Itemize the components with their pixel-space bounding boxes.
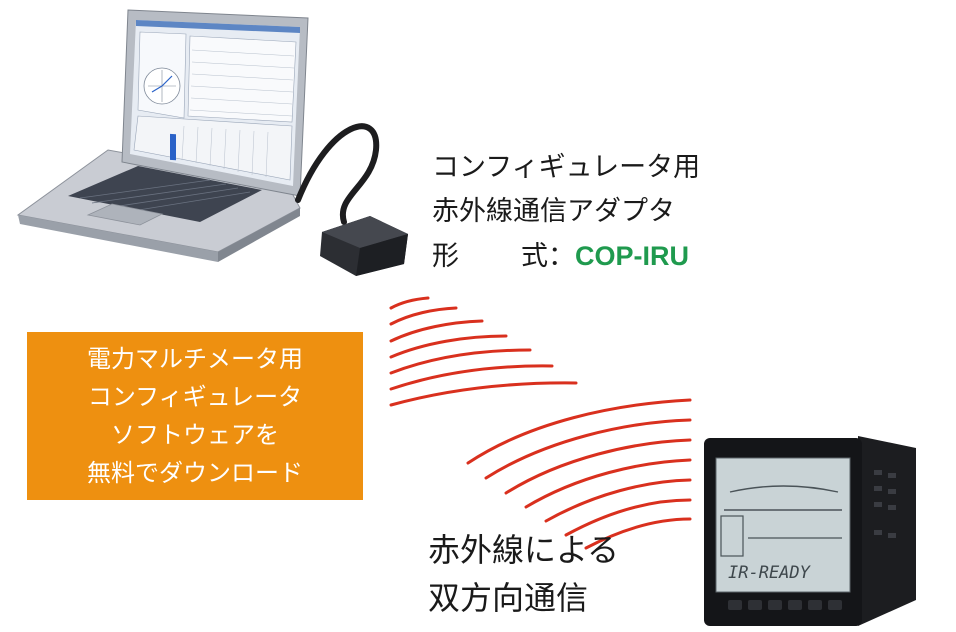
promo-line-2: コンフィギュレータ [87,383,303,411]
promo-line-4: 無料でダウンロード [87,459,303,487]
adapter-title-line2: 赤外線通信アダプタ [432,196,675,227]
lcd-display-text: IR-READY [728,563,812,583]
ir-caption-line-2: 双方向通信 [428,579,589,617]
ir-waves-lower [466,398,692,550]
promo-line-3: ソフトウェアを [111,421,279,449]
ir-adapter-illustration [320,216,408,276]
model-value: COP-IRU [575,241,689,271]
model-label-suffix: 式： [521,241,575,272]
ir-communication-caption: 赤外線による 双方向通信 [428,526,619,622]
power-meter-illustration: IR-READY [704,436,916,626]
adapter-description: コンフィギュレータ用 赤外線通信アダプタ 形 式：COP-IRU [432,146,700,279]
adapter-model-line: 形 式：COP-IRU [432,234,700,279]
laptop-illustration [16,9,309,262]
usb-cable [295,123,380,225]
ir-caption-line-1: 赤外線による [428,531,620,569]
promo-line-1: 電力マルチメータ用 [87,345,303,373]
adapter-title-line1: コンフィギュレータ用 [432,152,701,183]
free-download-banner: 電力マルチメータ用 コンフィギュレータ ソフトウェアを 無料でダウンロード [27,332,363,500]
model-label: 形 [432,241,459,272]
ir-waves-upper [389,296,578,407]
